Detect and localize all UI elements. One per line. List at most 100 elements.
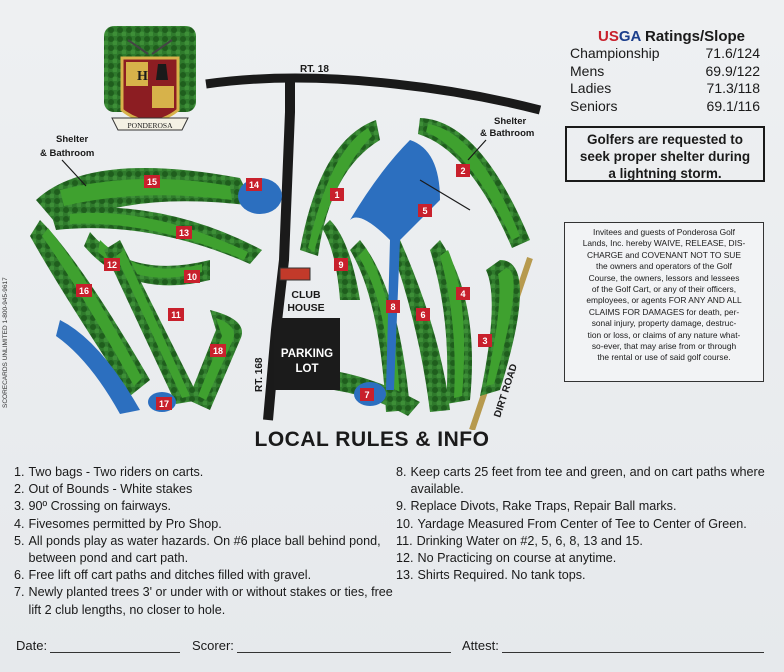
rule-number: 6.: [14, 568, 25, 583]
svg-text:4: 4: [460, 289, 465, 299]
rule-number: 5.: [14, 533, 25, 548]
hole-marker-2: 2: [456, 164, 470, 177]
svg-text:H: H: [137, 69, 148, 84]
rules-left-column: 1.Two bags - Two riders on carts. 2.Out …: [14, 464, 394, 619]
attest-field[interactable]: Attest:: [462, 638, 764, 653]
printer-credit: SCORECARDS UNLIMITED 1-800-945-9617: [2, 277, 9, 408]
rule-text: Newly planted trees 3' or under with or …: [28, 585, 393, 617]
parking-label-line1: PARKING: [281, 348, 333, 360]
waiver-line: sonal injury, property damage, destruc-: [591, 318, 737, 329]
svg-text:2: 2: [460, 166, 465, 176]
rule-text: Keep carts 25 feet from tee and green, a…: [410, 465, 765, 497]
date-field[interactable]: Date:: [16, 638, 181, 653]
rule-item: 8.Keep carts 25 feet from tee and green,…: [396, 464, 768, 498]
hole-marker-7: 7: [360, 388, 374, 401]
rating-value: 71.3/118: [706, 80, 760, 96]
rule-text: Replace Divots, Rake Traps, Repair Ball …: [410, 499, 677, 514]
local-rules-title-text: LOCAL RULES & INFO: [254, 428, 490, 451]
svg-text:13: 13: [179, 228, 189, 238]
scorer-label: Scorer:: [192, 638, 234, 653]
svg-text:14: 14: [249, 180, 259, 190]
svg-text:9: 9: [338, 260, 343, 270]
svg-text:10: 10: [187, 272, 197, 282]
usga-ga: GA: [618, 28, 641, 45]
waiver-line: the rental or use of said golf course.: [597, 352, 731, 363]
rating-tee: Seniors: [570, 97, 618, 114]
hole-markers: 1 2 3 4 5 6 7 8 9 10 11 12 13 14 15 16 1…: [76, 164, 492, 410]
shelter-right-line2: & Bathroom: [480, 128, 534, 139]
liability-waiver: Invitees and guests of Ponderosa Golf La…: [564, 222, 764, 382]
rule-item: 12.No Practicing on course at anytime.: [396, 550, 768, 567]
scorer-line[interactable]: [236, 639, 451, 653]
scorer-field[interactable]: Scorer:: [192, 638, 451, 653]
lightning-line: a lightning storm.: [608, 166, 722, 181]
rule-text: Drinking Water on #2, 5, 6, 8, 13 and 15…: [416, 533, 643, 548]
rule-number: 4.: [14, 516, 25, 531]
hole-marker-15: 15: [144, 175, 160, 188]
hole-marker-1: 1: [330, 188, 344, 201]
rating-value: 69.9/122: [705, 62, 761, 79]
svg-text:7: 7: [364, 390, 369, 400]
ponderosa-logo: H PONDEROSA: [104, 26, 196, 131]
rule-item: 6.Free lift off cart paths and ditches f…: [14, 567, 394, 584]
hole-marker-14: 14: [246, 178, 262, 191]
rule-text: Fivesomes permitted by Pro Shop.: [28, 516, 222, 531]
rule-item: 10.Yardage Measured From Center of Tee t…: [396, 516, 768, 533]
rule-text: Two bags - Two riders on carts.: [28, 465, 204, 479]
waiver-line: Lands, Inc. hereby WAIVE, RELEASE, DIS-: [582, 238, 746, 249]
svg-text:5: 5: [422, 206, 427, 216]
date-label: Date:: [16, 638, 48, 653]
shelter-left-line2: & Bathroom: [40, 148, 94, 159]
rule-item: 11.Drinking Water on #2, 5, 6, 8, 13 and…: [396, 533, 768, 550]
rule-item: 5.All ponds play as water hazards. On #6…: [14, 533, 394, 567]
rule-number: 13.: [396, 568, 414, 583]
hole-marker-16: 16: [76, 284, 92, 297]
rule-number: 2.: [14, 482, 25, 497]
shelter-left-line1: Shelter: [56, 134, 89, 145]
date-line[interactable]: [50, 639, 181, 653]
waiver-line: of the Golf Cart, or any of their office…: [591, 284, 737, 295]
rule-item: 2.Out of Bounds - White stakes: [14, 481, 394, 498]
ratings-title-rest: Ratings/Slope: [640, 28, 745, 45]
attest-label: Attest:: [462, 638, 499, 653]
rating-tee: Mens: [570, 62, 605, 79]
hole-marker-5: 5: [418, 204, 432, 217]
hole-marker-8: 8: [386, 300, 400, 313]
rule-text: No Practicing on course at anytime.: [417, 551, 617, 566]
waiver-line: so-ever, that may arise from or through: [591, 341, 737, 352]
hole-marker-12: 12: [104, 258, 120, 271]
svg-text:17: 17: [159, 399, 169, 409]
rule-number: 7.: [14, 585, 25, 600]
rule-item: 13.Shirts Required. No tank tops.: [396, 567, 768, 584]
waiver-line: CLAIMS FOR DAMAGES for death, per-: [588, 306, 740, 317]
rule-item: 9.Replace Divots, Rake Traps, Repair Bal…: [396, 498, 768, 515]
hole-marker-10: 10: [184, 270, 200, 283]
rule-item: 3.90º Crossing on fairways.: [14, 498, 394, 515]
rule-number: 3.: [14, 499, 25, 514]
rule-number: 1.: [14, 465, 25, 479]
hole-marker-11: 11: [168, 308, 184, 321]
svg-text:12: 12: [107, 260, 117, 270]
waiver-line: Invitees and guests of Ponderosa Golf: [593, 227, 735, 237]
rule-number: 12.: [396, 551, 414, 566]
attest-line[interactable]: [501, 639, 764, 653]
svg-text:15: 15: [147, 177, 157, 187]
svg-text:11: 11: [171, 310, 181, 320]
hole-marker-17: 17: [156, 397, 172, 410]
hole-marker-18: 18: [210, 344, 226, 357]
rule-number: 10.: [396, 516, 414, 531]
rating-tee: Championship: [570, 45, 660, 61]
left-course-holes: [30, 167, 282, 414]
rule-text: 90º Crossing on fairways.: [28, 499, 172, 514]
lightning-line: seek proper shelter during: [579, 149, 751, 164]
clubhouse-label-line1: CLUB: [291, 289, 321, 301]
course-map: H PONDEROSA RT. 18 RT. 168 DIRT ROAD: [30, 26, 542, 430]
clubhouse-icon: [279, 267, 311, 281]
waiver-line: CHARGE and COVENANT NOT TO SUE: [587, 249, 741, 260]
svg-text:16: 16: [79, 286, 89, 296]
rule-number: 9.: [396, 499, 407, 514]
logo-banner-text: PONDEROSA: [127, 121, 173, 130]
